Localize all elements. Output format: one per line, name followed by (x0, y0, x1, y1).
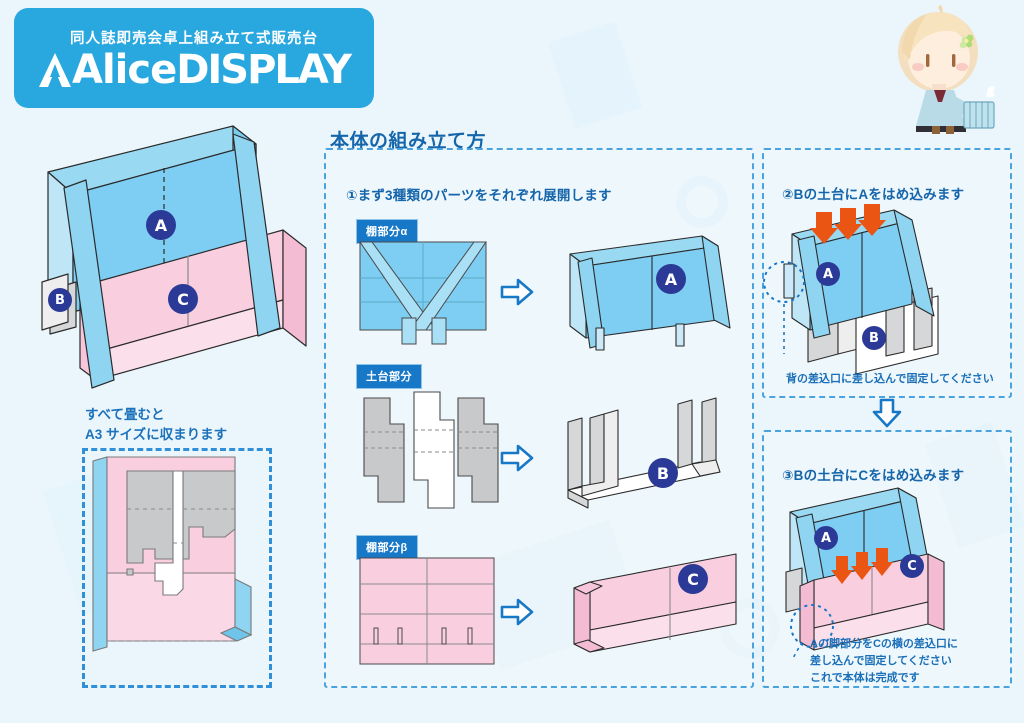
part-tag-base: 土台部分 (356, 364, 422, 389)
flat-part-alpha-illustration (358, 240, 493, 345)
fold-size-note: すべて畳むと A3 サイズに収まります (85, 405, 315, 444)
badge-part-b: B (648, 458, 678, 488)
step-2-caption: 背の差込口に差し込んで固定してください (786, 373, 994, 385)
step-3-caption-line-2: 差し込んで固定してください (810, 655, 952, 668)
logo-text-alice: Alice (71, 46, 177, 93)
step-3-badge-a: A (814, 526, 838, 550)
step-3-badge-c: C (900, 554, 924, 578)
hero-assembled-display-illustration: A B C (18, 122, 318, 407)
step-3-caption: Aの脚部分をCの横の差込口に 差し込んで固定してください これで本体は完成です (810, 636, 958, 687)
mascot-character-icon (866, 4, 1016, 134)
fold-note-line-2: A3 サイズに収まります (85, 426, 228, 442)
hero-badge-a: A (146, 210, 176, 240)
fold-note-line-1: すべて畳むと (85, 407, 165, 422)
logo-a-glyph (38, 50, 72, 90)
flow-arrow-alpha (500, 278, 534, 306)
down-arrow-icon (872, 398, 902, 428)
callout-circle-step3 (790, 604, 834, 648)
hero-badge-b: B (48, 288, 72, 312)
flat-part-base-illustration (358, 390, 499, 510)
hero-badge-c: C (168, 284, 198, 314)
background-watermark-1 (547, 21, 643, 129)
flat-part-beta-illustration (358, 556, 498, 668)
assembled-part-a-illustration: A (552, 232, 732, 352)
page-title: 本体の組み立て方 (330, 131, 487, 152)
step-1-title: ①まず3種類のパーツをそれぞれ展開します (346, 188, 612, 203)
step-3-title: ③Bの土台にCをはめ込みます (782, 468, 965, 483)
flow-arrow-beta (500, 598, 534, 626)
logo-a-icon (38, 52, 71, 87)
step-2-badge-a: A (816, 262, 840, 286)
step-3-illustration: A C (776, 484, 1001, 661)
step-2-title: ②Bの土台にAをはめ込みます (782, 187, 965, 202)
step-2-badge-b: B (862, 326, 886, 350)
assembled-part-c-illustration: C (560, 552, 740, 662)
step-2-illustration: A B (763, 204, 998, 375)
step-3-caption-line-1: Aの脚部分をCの横の差込口に (810, 638, 958, 650)
step-3-caption-line-3: これで本体は完成です (810, 672, 920, 685)
callout-circle-step2 (763, 261, 805, 303)
flow-arrow-base (500, 444, 534, 472)
folded-a3-box (82, 448, 272, 688)
part-tag-shelf-beta: 棚部分β (356, 535, 418, 560)
badge-part-a: A (656, 264, 686, 294)
logo-text-display: DISPLAY (176, 46, 352, 93)
header-subtitle: 同人誌即売会卓上組み立て式販売台 (70, 30, 318, 47)
part-tag-shelf-alpha: 棚部分α (356, 219, 418, 244)
press-arrows (810, 204, 886, 244)
badge-part-c: C (678, 564, 708, 594)
assembled-part-b-illustration: B (560, 397, 730, 512)
